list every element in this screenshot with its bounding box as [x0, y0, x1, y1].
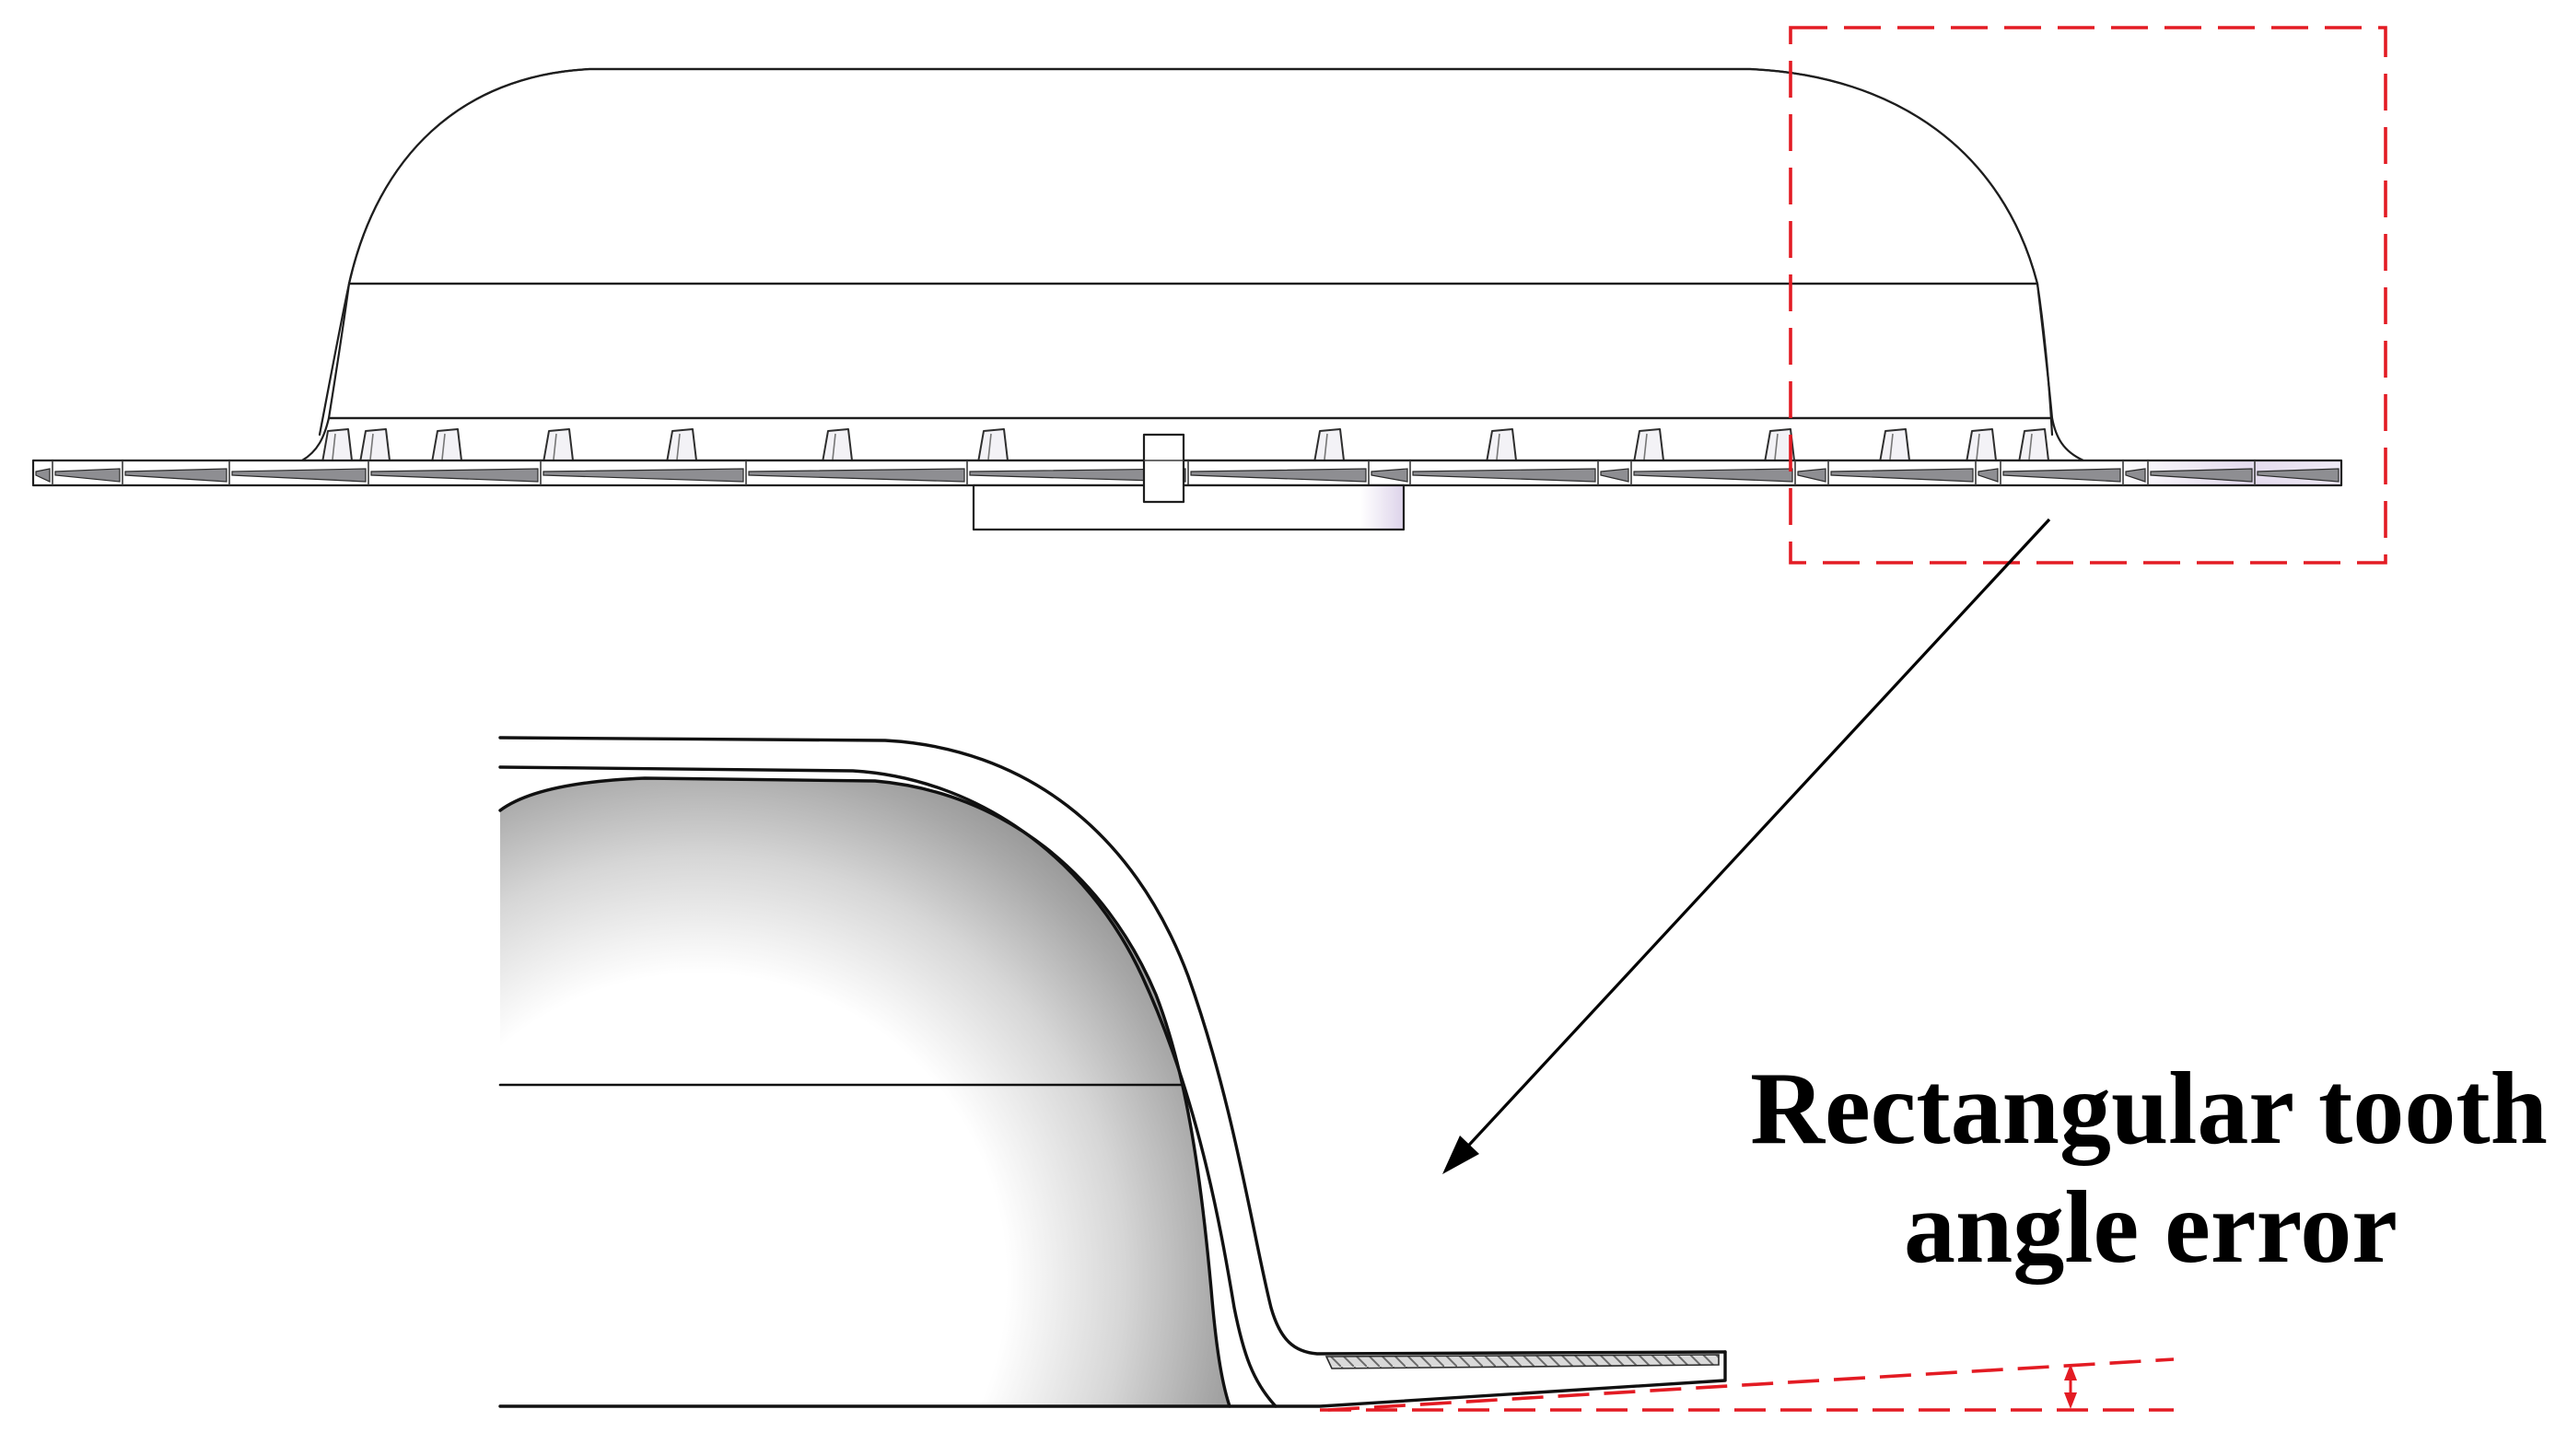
flange-tooth-edge [332, 433, 336, 460]
full-part-view [31, 26, 2387, 565]
dome-band [327, 282, 2054, 420]
body-shaded-surface [500, 778, 1230, 1406]
flange-tooth [1313, 428, 1345, 463]
flange-segment-shade [2125, 468, 2146, 483]
flange-outline [498, 1350, 1727, 1408]
bottom-block [972, 483, 1406, 531]
flange-segment-shade [1830, 468, 1974, 483]
zoom-arrow [1442, 518, 2051, 1174]
annotation-label: Rectangular tooth angle error [1750, 1052, 2548, 1285]
flange-segment-shade [1797, 468, 1826, 483]
flange-tooth [2018, 428, 2049, 463]
center-tab [1142, 433, 1185, 504]
flange-tooth [1633, 428, 1664, 463]
flange-tooth-edge [2028, 433, 2033, 460]
reference-line-angled [1327, 1357, 2175, 1412]
flange-tooth [1879, 428, 1910, 463]
shell-inner-edge [498, 765, 1278, 1408]
flange-tooth-edge [1774, 433, 1779, 460]
flange-segments [35, 460, 2339, 485]
flange-segment-shade [1633, 468, 1793, 483]
flange-tooth-edge [441, 433, 446, 460]
flange-tooth-edge [369, 433, 374, 460]
flange-tooth-edge [1976, 433, 1980, 460]
flange-segment-shade [969, 468, 1186, 483]
body-inner-edge [498, 776, 1231, 1408]
zoom-arrowhead [1442, 1136, 1479, 1174]
flange-tooth-detail [1324, 1354, 1720, 1369]
flange-segment-shade [54, 468, 121, 483]
flange-tooth [543, 428, 574, 463]
flange-segment-shade [1412, 468, 1596, 483]
flange-tooth-edge [987, 433, 992, 460]
flange-tooth [1966, 428, 1997, 463]
shell-outer-edge [498, 736, 1727, 1356]
flange-tooth-edge [1496, 433, 1500, 460]
annotation-line-2: angle error [1904, 1171, 2398, 1285]
flange [31, 459, 2343, 487]
flange-tooth [359, 428, 391, 463]
annotation-line-1: Rectangular tooth [1750, 1052, 2548, 1166]
flange-tooth-edge [676, 433, 681, 460]
dome-top-surface [347, 67, 2039, 285]
flange-tooth-edge [1324, 433, 1328, 460]
flange-tooth [977, 428, 1009, 463]
flange-segment-shade [231, 468, 367, 483]
zoom-arrow-shaft [1458, 518, 2051, 1157]
flange-tooth-edge [832, 433, 836, 460]
flange-tooth-edge [1643, 433, 1648, 460]
flange-segment-shade [35, 468, 51, 483]
flange-tooth-edge [1889, 433, 1894, 460]
angle-reference [1320, 1357, 2175, 1412]
flange-tooth [822, 428, 853, 463]
flange-segment-shade [1600, 468, 1629, 483]
flange-segment-shade [2257, 468, 2339, 483]
angle-error-dimension [2064, 1364, 2077, 1409]
dimension-arrow-down [2064, 1392, 2077, 1409]
flange-segment-shade [1371, 468, 1408, 483]
flange-segment-shade [2002, 468, 2121, 483]
dimension-arrow-up [2064, 1364, 2077, 1380]
flange-segment-shade [1190, 468, 1367, 483]
flange-teeth [321, 428, 2049, 463]
flange-tooth [1486, 428, 1517, 463]
flange-segment-shade [543, 468, 744, 483]
flange-segment-shade [2150, 468, 2253, 483]
flange-segment-shade [124, 468, 228, 483]
flange-tooth [431, 428, 462, 463]
flange-segment-shade [370, 468, 539, 483]
flange-segment-shade [1978, 468, 1999, 483]
zoom-region-box [1789, 26, 2387, 565]
flange-segment-shade [748, 468, 965, 483]
flange-tooth [321, 428, 353, 463]
dome-outline [318, 67, 2054, 437]
flange-tooth-edge [553, 433, 557, 460]
flange-tooth [666, 428, 697, 463]
zoom-detail-view [498, 736, 2175, 1412]
